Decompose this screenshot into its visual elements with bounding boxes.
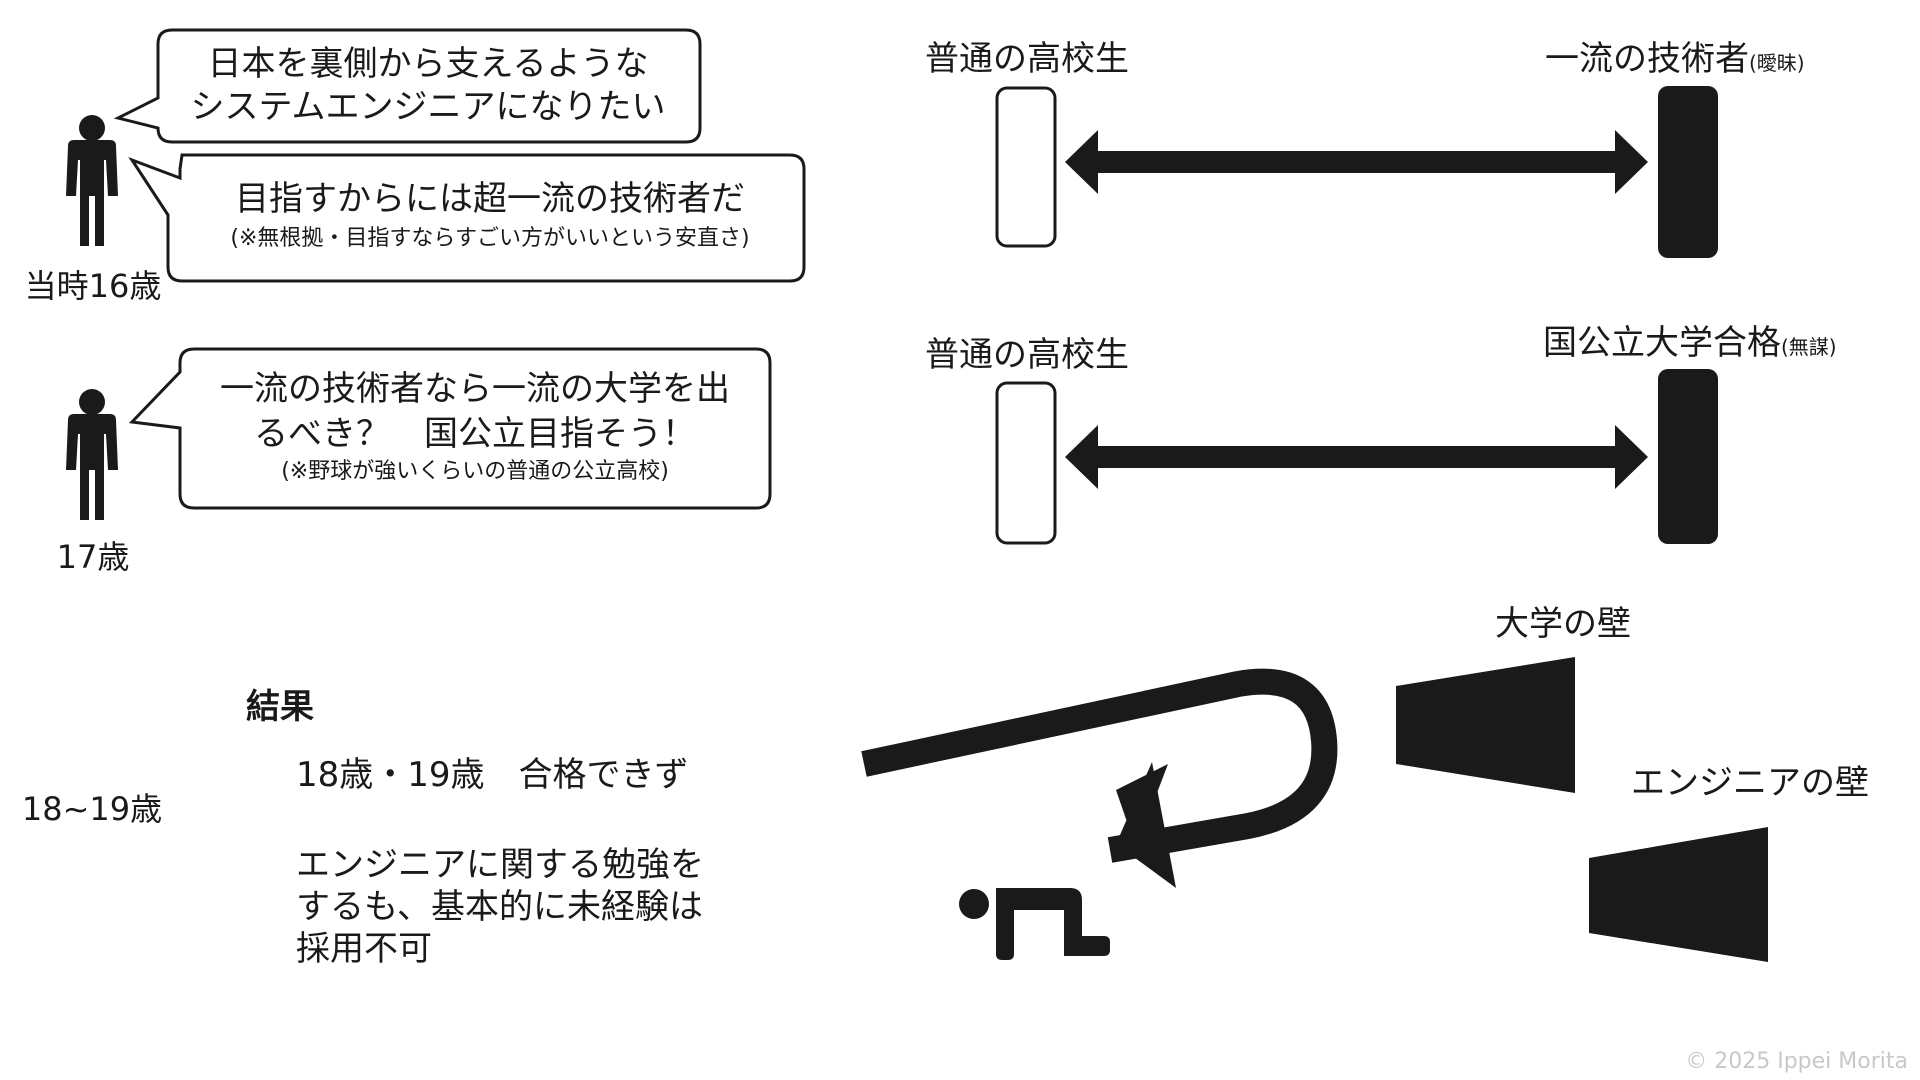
u-turn-arrowhead-tip — [1116, 762, 1176, 888]
bar-right-label-1: 一流の技術者(曖昧) — [1545, 39, 1805, 79]
double-arrow-2 — [1065, 425, 1648, 489]
bubble3-line1: 一流の技術者なら一流の大学を出 — [220, 369, 730, 409]
copyright: © 2025 Ippei Morita — [1685, 1049, 1908, 1074]
bar-right-label-2: 国公立大学合格(無謀) — [1543, 323, 1837, 363]
person-icon-17 — [66, 389, 118, 520]
age-label-17: 17歳 — [57, 538, 130, 576]
bar-left-label-2: 普通の高校生 — [925, 335, 1129, 375]
double-arrow-1 — [1065, 130, 1648, 194]
kneeling-person-icon — [959, 888, 1110, 960]
bubble2-note: (※無根拠・目指すならすごい方がいいという安直さ) — [230, 226, 749, 251]
bubble1-line2: システムエンジニアになりたい — [191, 87, 666, 127]
wall1-label: 大学の壁 — [1495, 604, 1631, 644]
bar-left-1 — [995, 86, 1057, 248]
result-title: 結果 — [246, 687, 314, 727]
result-line2: エンジニアに関する勉強を — [296, 845, 704, 885]
age-label-16: 当時16歳 — [25, 267, 162, 305]
wall1-shape — [1396, 657, 1575, 793]
u-turn-arrow — [861, 668, 1338, 863]
bar-left-label-1: 普通の高校生 — [925, 39, 1129, 79]
bubble3-line2: るべき？ 国公立目指そう！ — [254, 414, 696, 454]
speech-bubble-1 — [113, 28, 702, 144]
person-icon-16 — [66, 115, 118, 246]
age-label-18-19: 18~19歳 — [22, 790, 162, 828]
bubble3-note: (※野球が強いくらいの普通の公立高校) — [281, 459, 669, 484]
bar-right-2 — [1658, 369, 1718, 544]
speech-bubble-3 — [128, 347, 772, 510]
bar-left-2 — [995, 381, 1057, 545]
speech-bubble-2 — [128, 153, 806, 283]
wall2-label: エンジニアの壁 — [1631, 763, 1869, 803]
bubble1-line1: 日本を裏側から支えるような — [208, 44, 649, 84]
result-line3: するも、基本的に未経験は — [296, 887, 703, 927]
wall2-shape — [1589, 827, 1768, 962]
bubble2-line: 目指すからには超一流の技術者だ — [235, 179, 745, 219]
result-line1: 18歳・19歳 合格できず — [296, 755, 689, 795]
result-line4: 採用不可 — [296, 929, 432, 969]
bar-right-1 — [1658, 86, 1718, 258]
